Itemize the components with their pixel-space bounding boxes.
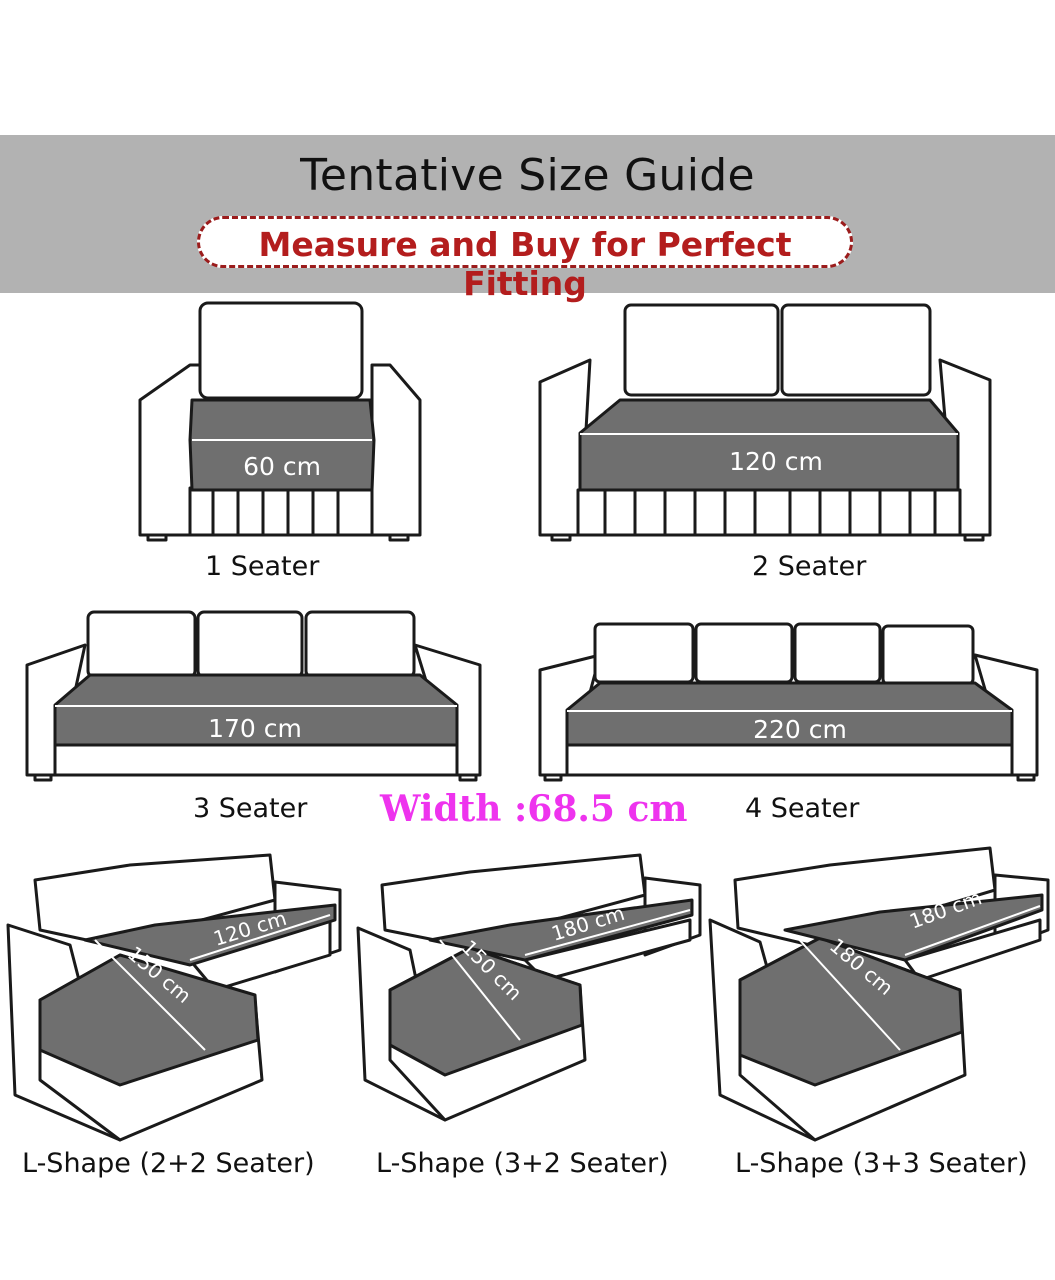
- measure-3-seater: 170 cm: [208, 714, 302, 743]
- label-2-seater: 2 Seater: [752, 551, 867, 582]
- label-l-shape-2-2: L-Shape (2+2 Seater): [22, 1148, 315, 1179]
- sofa-3-seater-illustration: [25, 610, 482, 782]
- measure-4-seater: 220 cm: [753, 715, 847, 744]
- measure-2-seater: 120 cm: [729, 447, 823, 476]
- page-subtitle: Measure and Buy for Perfect Fitting: [258, 225, 792, 303]
- label-1-seater: 1 Seater: [205, 551, 320, 582]
- label-l-shape-3-2: L-Shape (3+2 Seater): [376, 1148, 669, 1179]
- l-shape-3-3-illustration: [708, 846, 1050, 1142]
- label-3-seater: 3 Seater: [193, 793, 308, 824]
- page-title: Tentative Size Guide: [300, 150, 755, 201]
- sofa-2-seater-illustration: [538, 303, 992, 542]
- width-note: Width :68.5 cm: [380, 788, 688, 830]
- subtitle-badge: Measure and Buy for Perfect Fitting: [197, 216, 853, 303]
- label-l-shape-3-3: L-Shape (3+3 Seater): [735, 1148, 1028, 1179]
- sofa-1-seater-illustration: [138, 301, 422, 542]
- label-4-seater: 4 Seater: [745, 793, 860, 824]
- sofa-4-seater-illustration: [538, 622, 1039, 782]
- measure-1-seater: 60 cm: [243, 452, 321, 481]
- l-shape-2-2-illustration: [6, 853, 342, 1142]
- l-shape-3-2-illustration: [356, 853, 702, 1122]
